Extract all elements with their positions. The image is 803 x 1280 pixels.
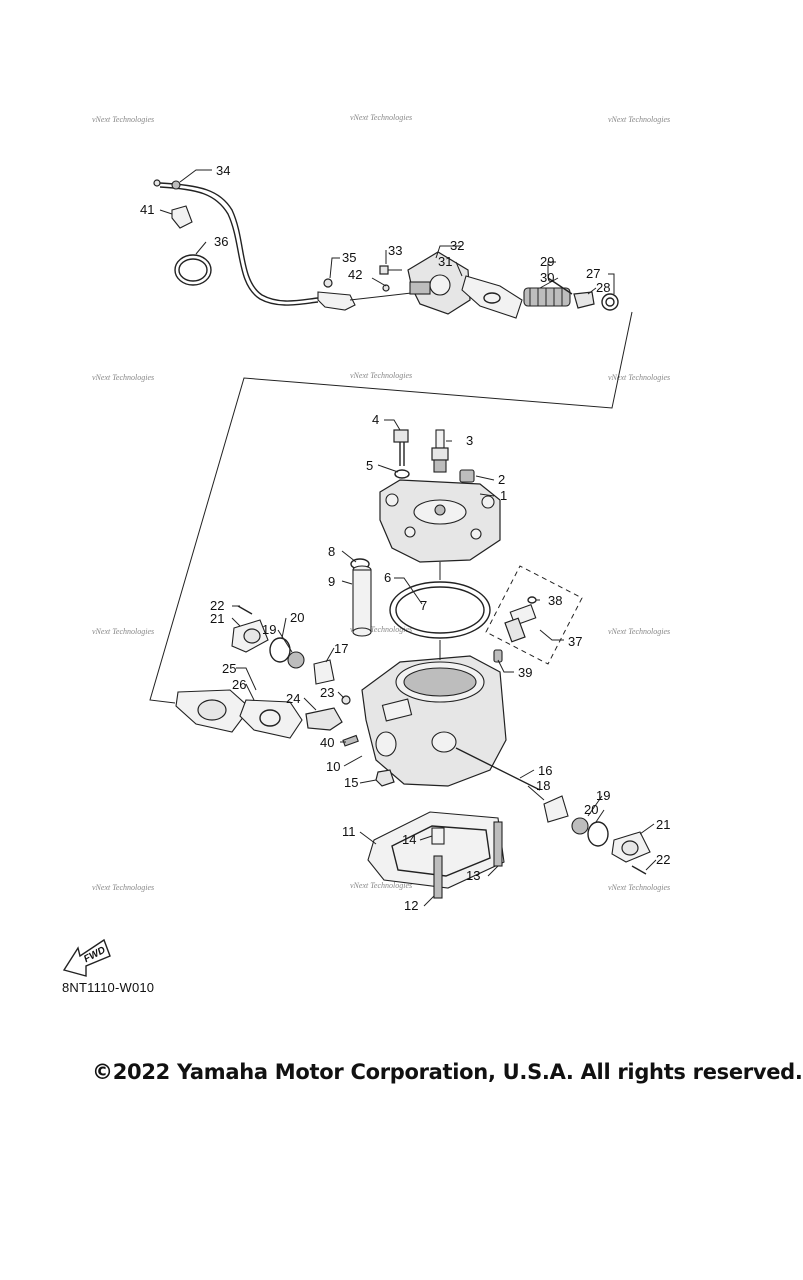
copyright-notice: ©2022 Yamaha Motor Corporation, U.S.A. A… (92, 1060, 803, 1084)
callout-1: 1 (500, 488, 507, 503)
callout-2: 2 (498, 472, 505, 487)
head-bolt-icon (393, 429, 409, 443)
callout-15: 15 (344, 775, 358, 790)
callout-24: 24 (286, 691, 300, 706)
callout-28: 28 (596, 280, 610, 295)
stud-icon (493, 821, 503, 867)
callout-3: 3 (466, 433, 473, 448)
callout-32: 32 (450, 238, 464, 253)
callout-38: 38 (548, 593, 562, 608)
callout-7: 7 (420, 598, 427, 613)
cable-assembly (153, 179, 619, 319)
callout-12: 12 (404, 898, 418, 913)
callout-19: 19 (262, 622, 276, 637)
callout-18: 18 (536, 778, 550, 793)
callout-36: 36 (214, 234, 228, 249)
callout-4: 4 (372, 412, 379, 427)
callout-26: 26 (232, 677, 246, 692)
watermark: vNext Technologies (350, 371, 412, 380)
watermark: vNext Technologies (350, 625, 412, 634)
callout-13: 13 (466, 868, 480, 883)
callout-21: 21 (210, 611, 224, 626)
watermark: vNext Technologies (92, 373, 154, 382)
callout-31: 31 (438, 254, 452, 269)
flange-gasket-icon (239, 699, 303, 739)
watermark: vNext Technologies (92, 883, 154, 892)
callout-8: 8 (328, 544, 335, 559)
clip-icon (171, 205, 193, 229)
callout-labels: 34 41 36 35 33 42 32 31 29 30 27 28 4 3 … (140, 163, 670, 913)
callout-9: 9 (328, 574, 335, 589)
washer-icon (601, 293, 619, 311)
diagram-code: 8NT1110-W010 (62, 980, 155, 995)
cable-end-icon (171, 180, 181, 190)
callout-22: 22 (210, 598, 224, 613)
callout-35: 35 (342, 250, 356, 265)
callout-11: 11 (342, 824, 356, 839)
callout-19b: 19 (596, 788, 610, 803)
band-clamp-icon (174, 254, 212, 286)
spark-plug-icon (431, 429, 449, 473)
spring-icon (523, 287, 571, 307)
sleeve-icon (352, 565, 372, 637)
callout-17: 17 (334, 641, 348, 656)
callout-29: 29 (540, 254, 554, 269)
callout-5: 5 (366, 458, 373, 473)
callout-40: 40 (320, 735, 334, 750)
assembly-frame-line (149, 311, 633, 704)
stud-icon (433, 855, 443, 899)
watermark: vNext Technologies (350, 113, 412, 122)
callout-10: 10 (326, 759, 340, 774)
callout-6: 6 (384, 570, 391, 585)
callout-33: 33 (388, 243, 402, 258)
callout-39: 39 (518, 665, 532, 680)
callout-21b: 21 (656, 817, 670, 832)
injector-icon (504, 596, 537, 643)
watermarks: vNext Technologies vNext Technologies vN… (92, 113, 670, 892)
callout-14: 14 (402, 832, 416, 847)
watermark: vNext Technologies (92, 627, 154, 636)
watermark: vNext Technologies (608, 627, 670, 636)
callout-37: 37 (568, 634, 582, 649)
callout-20b: 20 (584, 802, 598, 817)
head-gasket-icon (389, 581, 491, 639)
cylinder-block-group (361, 640, 507, 787)
callout-30: 30 (540, 270, 554, 285)
fwd-arrow-icon: FWD (62, 938, 111, 977)
cylinder-head-group (379, 429, 501, 563)
callout-22b: 22 (656, 852, 670, 867)
cable-bracket-icon (317, 291, 356, 311)
callout-23: 23 (320, 685, 334, 700)
injector-group-box (485, 565, 583, 665)
right-port-group (543, 795, 651, 875)
exploded-parts-diagram: vNext Technologies vNext Technologies vN… (62, 113, 670, 977)
callout-25: 25 (222, 661, 236, 676)
watermark: vNext Technologies (608, 373, 670, 382)
base-gasket-icon (367, 811, 505, 889)
gasket-icon (461, 275, 523, 319)
callout-34: 34 (216, 163, 230, 178)
watermark: vNext Technologies (350, 881, 412, 890)
watermark: vNext Technologies (92, 115, 154, 124)
callout-41: 41 (140, 202, 154, 217)
watermark: vNext Technologies (608, 883, 670, 892)
left-port-group (175, 605, 351, 739)
seal-icon (493, 649, 503, 663)
callout-20: 20 (290, 610, 304, 625)
callout-27: 27 (586, 266, 600, 281)
callout-42: 42 (348, 267, 362, 282)
callout-16: 16 (538, 763, 552, 778)
watermark: vNext Technologies (608, 115, 670, 124)
leader-lines (159, 169, 657, 907)
